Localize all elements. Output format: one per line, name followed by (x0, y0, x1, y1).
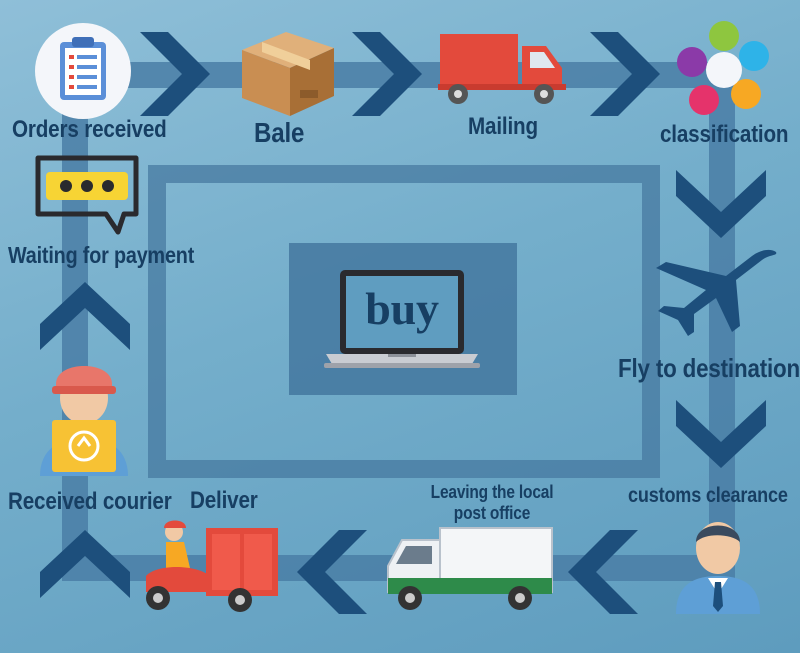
step-leaving-post-office-label-line1: Leaving the local (430, 482, 554, 502)
arrow-down-icon (676, 400, 766, 468)
arrow-up-icon (40, 282, 130, 350)
delivery-truck-icon (438, 34, 566, 104)
outer-frame (148, 165, 660, 478)
step-mailing-label: Mailing (468, 113, 538, 140)
arrow-right-icon (352, 32, 422, 116)
step-classification-label: classification (660, 121, 789, 148)
courier-receiver-icon (40, 366, 128, 476)
laptop-icon (324, 270, 480, 368)
step-orders-received-label: Orders received (12, 116, 167, 143)
step-waiting-for-payment-label: Waiting for payment (8, 242, 195, 268)
step-deliver-label: Deliver (190, 487, 258, 514)
step-leaving-post-office-label-line2: post office (453, 503, 531, 523)
arrow-down-icon (676, 170, 766, 238)
package-box-icon (242, 32, 334, 116)
arrow-up-icon (40, 530, 130, 598)
classification-icon (677, 21, 769, 115)
arrow-right-icon (140, 32, 210, 116)
delivery-scooter-icon (146, 520, 278, 612)
arrow-right-icon (590, 32, 660, 116)
center-buy-label: buy (365, 283, 439, 334)
step-bale-label: Bale (254, 117, 305, 148)
airplane-icon (656, 249, 777, 336)
clipboard-icon (35, 23, 131, 119)
step-received-courier-label: Received courier (8, 488, 172, 515)
step-customs-clearance-label: customs clearance (628, 484, 788, 507)
customs-officer-icon (676, 522, 760, 614)
step-fly-to-destination-label: Fly to destination (618, 353, 800, 383)
arrow-left-icon (297, 530, 367, 614)
chat-bubble-icon (35, 155, 139, 235)
van-icon (387, 527, 553, 610)
arrow-left-icon (568, 530, 638, 614)
